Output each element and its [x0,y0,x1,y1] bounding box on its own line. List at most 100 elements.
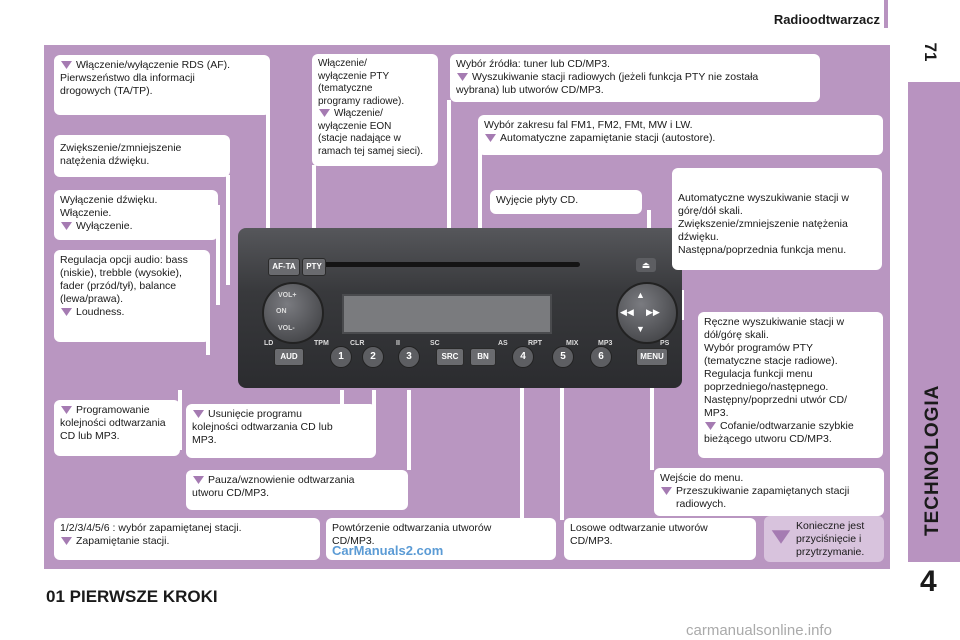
src-button[interactable]: SRC [436,348,464,366]
press-hold-icon [61,61,72,70]
pty-line-1: Włączenie/ [318,58,367,69]
pause-line-1: Pauza/wznowienie odtwarzania [208,474,355,486]
callout-hold-legend: Konieczne jest przyciśnięcie i przytrzym… [764,516,884,562]
label-pause: II [396,340,400,347]
connector-line [340,390,344,410]
knob-label-on: ON [276,308,287,315]
label-sc: SC [430,340,440,347]
press-hold-icon [61,537,72,546]
callout-menu: Wejście do menu. Przeszukiwanie zapamięt… [654,468,884,516]
watermark-top: CarManuals2.com [332,543,444,558]
manual-line-2: dół/górę skali. [704,329,769,341]
menu-button[interactable]: MENU [636,348,668,366]
audio-line-1: Regulacja opcji audio: bass [60,254,188,266]
band-line-2: Automatyczne zapamiętanie stacji (autost… [500,132,716,144]
bn-button[interactable]: BN [470,348,496,366]
pty-line-2: wyłączenie PTY [318,70,390,82]
connector-line [520,380,524,520]
pty-line-5: Włączenie/ [334,108,383,119]
arrow-down-icon: ▼ [636,324,645,334]
label-ld: LD [264,340,274,347]
watermark-bottom: carmanualsonline.info [686,622,832,639]
repeat-line-2: CD/MP3. [332,535,375,547]
aud-button[interactable]: AUD [274,348,304,366]
audio-line-5: Loudness. [76,306,125,318]
header-title: Radioodtwarzacz [773,12,880,27]
press-hold-icon [193,410,204,419]
section-label: TECHNOLOGIA [922,384,943,536]
autosearch-line-1: Automatyczne wyszukiwanie stacji w [678,192,849,204]
program-line-2: kolejności odtwarzania [60,417,166,429]
preset-1-button[interactable]: 1 [330,346,352,368]
press-hold-icon [457,73,468,82]
press-hold-icon [193,476,204,485]
callout-manual: Ręczne wyszukiwanie stacji w dół/górę sk… [698,312,883,458]
mute-line-3: Wyłączenie. [76,220,133,232]
callout-rds: Włączenie/wyłączenie RDS (AF). Pierwszeń… [54,55,270,115]
label-as: AS [498,340,508,347]
press-hold-icon [61,406,72,415]
label-rpt: RPT [528,340,542,347]
pty-line-6: wyłączenie EON [318,120,392,132]
source-line-2: Wyszukiwanie stacji radiowych (jeżeli fu… [472,71,759,83]
presets-line-2: Zapamiętanie stacji. [76,535,170,547]
af-ta-button[interactable]: AF-TA [268,258,300,276]
knob-label-vol-up: VOL+ [278,292,297,299]
connector-line [650,380,654,470]
volume-knob[interactable] [262,282,324,344]
connector-line [178,390,182,450]
menu-line-2: Przeszukiwanie zapamiętanych stacji [676,485,850,497]
callout-presets: 1/2/3/4/5/6 : wybór zapamiętanej stacji.… [54,518,320,560]
connector-line [407,390,411,470]
callout-mute: Wyłączenie dźwięku. Włączenie. Wyłączeni… [54,190,218,240]
label-ps: PS [660,340,670,347]
presets-line-1: 1/2/3/4/5/6 : wybór zapamiętanej stacji. [60,522,242,534]
callout-source: Wybór źródła: tuner lub CD/MP3. Wyszukiw… [450,54,820,102]
eject-line-1: Wyjęcie płyty CD. [496,194,579,206]
header-rule [884,0,888,28]
menu-line-3: radiowych. [676,498,727,510]
audio-line-4: (lewa/prawa). [60,293,124,305]
callout-repeat: Powtórzenie odtwarzania utworów CD/MP3. [326,518,556,560]
mute-line-1: Wyłączenie dźwięku. [60,194,158,206]
rds-line-1: Włączenie/wyłączenie RDS (AF). [76,59,231,71]
autosearch-line-3: Zwiększenie/zmniejszenie natężenia [678,218,848,230]
preset-6-button[interactable]: 6 [590,346,612,368]
hold-line-3: przytrzymanie. [796,546,865,558]
connector-line [447,100,451,350]
section-tab [908,82,960,562]
audio-line-3: fader (przód/tył), balance [60,280,177,292]
source-line-1: Wybór źródła: tuner lub CD/MP3. [456,58,610,70]
rewind-icon: ◀◀ [620,307,634,317]
pty-line-7: (stacje nadające w [318,133,401,144]
mute-line-2: Włączenie. [60,207,112,219]
preset-5-button[interactable]: 5 [552,346,574,368]
preset-3-button[interactable]: 3 [398,346,420,368]
autosearch-line-5: Następna/poprzednia funkcja menu. [678,244,847,256]
callout-pty: Włączenie/ wyłączenie PTY (tematyczne pr… [312,54,438,166]
arrow-up-icon: ▲ [636,290,645,300]
navigation-ring[interactable] [616,282,678,344]
connector-line [680,290,684,320]
delete-line-1: Usunięcie programu [208,408,302,420]
callout-random: Losowe odtwarzanie utworów CD/MP3. [564,518,756,560]
autosearch-line-2: górę/dół skali. [678,205,743,217]
menu-line-1: Wejście do menu. [660,472,744,484]
manual-line-10: bieżącego utworu CD/MP3. [704,433,832,445]
eject-button[interactable]: ⏏ [636,258,656,272]
preset-2-button[interactable]: 2 [362,346,384,368]
rds-line-3: drogowych (TA/TP). [60,85,153,97]
repeat-line-1: Powtórzenie odtwarzania utworów [332,522,492,534]
manual-line-1: Ręczne wyszukiwanie stacji w [704,316,845,328]
press-hold-icon [771,530,791,544]
callout-eject: Wyjęcie płyty CD. [490,190,642,214]
press-hold-icon [319,109,330,118]
label-clr: CLR [350,340,365,347]
random-line-1: Losowe odtwarzanie utworów [570,522,708,534]
pty-button[interactable]: PTY [302,258,326,276]
press-hold-icon [705,422,716,431]
callout-delete: Usunięcie programu kolejności odtwarzani… [186,404,376,458]
chapter-number: 4 [920,565,937,598]
preset-4-button[interactable]: 4 [512,346,534,368]
hold-line-1: Konieczne jest [796,520,865,532]
